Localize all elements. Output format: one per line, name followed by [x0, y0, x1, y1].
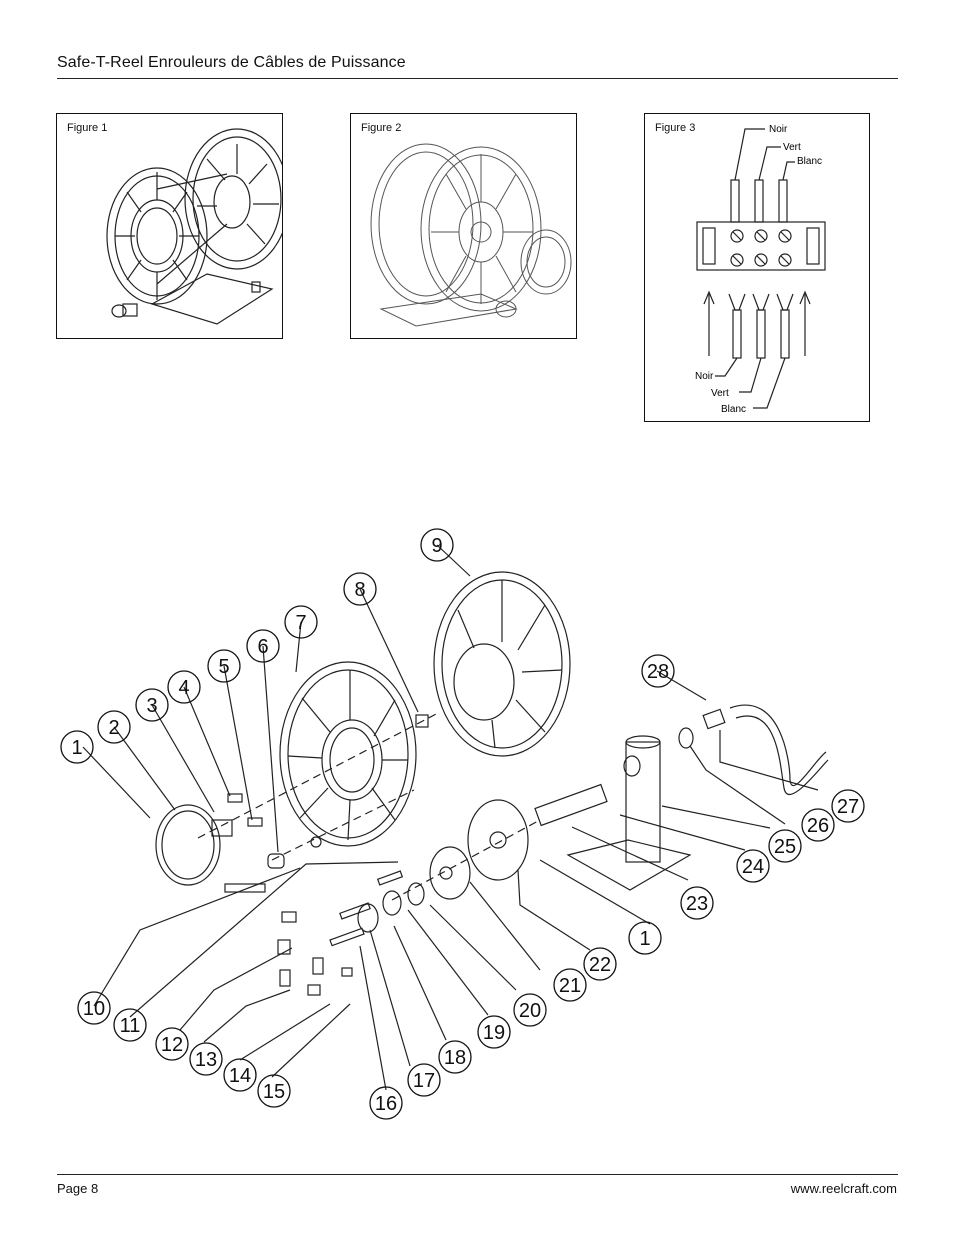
callout-16: 16 [375, 1093, 397, 1115]
callout-23: 23 [686, 893, 708, 915]
callout-17: 17 [413, 1070, 435, 1092]
callout-24: 24 [742, 856, 764, 878]
wire-label-top-noir: Noir [769, 124, 788, 135]
callout-20: 20 [519, 1000, 541, 1022]
wire-label-top-vert: Vert [783, 142, 801, 153]
callout-7: 7 [295, 612, 306, 634]
figure-1-reel-drawing [106, 128, 282, 325]
figure-2-reel-drawing [370, 143, 572, 327]
callout-27: 27 [837, 796, 859, 818]
wire-label-bottom-blanc: Blanc [721, 404, 746, 415]
callout-1: 1 [71, 737, 82, 759]
callout-11: 11 [120, 1015, 141, 1037]
callout-9: 9 [431, 535, 442, 557]
figure-2: Figure 2 [350, 113, 577, 339]
callout-22: 22 [589, 954, 611, 976]
callout-28: 28 [647, 661, 669, 683]
page-number: Page 8 [57, 1181, 99, 1196]
callout-8: 8 [354, 579, 365, 601]
callout-12: 12 [161, 1034, 183, 1056]
callout-6: 6 [257, 636, 268, 658]
callout-3: 3 [146, 695, 157, 717]
callout-15: 15 [263, 1081, 285, 1103]
figure-1-label: Figure 1 [67, 122, 108, 134]
callout-14: 14 [229, 1065, 251, 1087]
callout-26: 26 [807, 815, 829, 837]
callout-25: 25 [774, 836, 796, 858]
figure-2-label: Figure 2 [361, 122, 402, 134]
callout-13: 13 [195, 1049, 217, 1071]
wire-label-top-blanc: Blanc [797, 156, 822, 167]
wire-label-bottom-vert: Vert [711, 388, 729, 399]
callout-5: 5 [218, 656, 229, 678]
callout-21: 21 [559, 975, 581, 997]
figure-3: Figure 3 [644, 113, 870, 422]
callout-4: 4 [178, 677, 189, 699]
callout-18: 18 [444, 1047, 466, 1069]
header-rule [57, 78, 898, 79]
wire-label-bottom-noir: Noir [695, 371, 714, 382]
figure-3-label: Figure 3 [655, 122, 696, 134]
terminal-block-diagram: Noir Vert Blanc Noir Vert Blanc [695, 124, 826, 415]
figure-1: Figure 1 [56, 113, 283, 339]
callout-19: 19 [483, 1022, 505, 1044]
footer-rule [57, 1174, 898, 1175]
callout-1-right: 1 [639, 928, 650, 950]
page-header-title: Safe-T-Reel Enrouleurs de Câbles de Puis… [57, 54, 406, 71]
callout-2: 2 [108, 717, 119, 739]
callout-10: 10 [83, 998, 105, 1020]
website-link[interactable]: www.reelcraft.com [790, 1181, 897, 1196]
